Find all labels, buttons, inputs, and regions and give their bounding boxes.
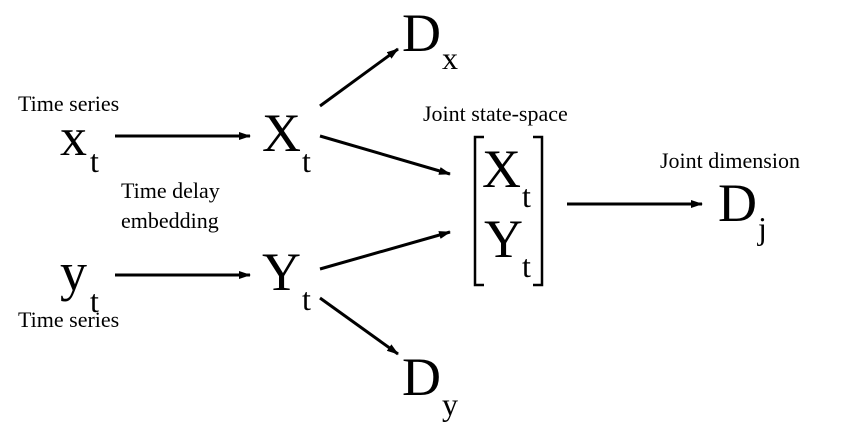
arrow-X-to-Dx [319,47,399,108]
X-symbol: X [262,103,301,163]
Y-symbol: Y [262,242,301,302]
Y-subscript: t [302,281,311,317]
Dj-subscript: j [758,210,767,246]
Dx-symbol: D [402,3,441,63]
arrow-X-to-joint [319,134,451,176]
X-subscript: t [302,143,311,179]
x-subscript: t [90,143,99,179]
y-symbol: y [60,242,87,302]
time-delay-label-line2: embedding [121,208,219,233]
time-series-bottom-label: Time series [18,307,120,332]
Dx-subscript: x [442,40,458,76]
time-series-top-label: Time series [18,91,120,116]
Dy-symbol: D [402,347,441,407]
joint-dimension-label: Joint dimension [660,148,800,173]
y-subscript: t [90,283,99,319]
time-delay-label-line1: Time delay [121,178,220,203]
arrow-Y-to-joint [319,230,451,271]
joint-state-space-label: Joint state-space [423,101,568,126]
arrow-Y-to-Dy [319,296,399,356]
matrix-Y-subscript: t [522,248,531,284]
matrix-Y-symbol: Y [484,209,523,269]
matrix-X-symbol: X [482,139,521,199]
right-bracket [533,135,544,287]
Dy-subscript: y [442,386,458,422]
x-symbol: x [60,107,87,167]
matrix-X-subscript: t [522,178,531,214]
Dj-symbol: D [718,173,757,233]
left-bracket [473,135,484,287]
